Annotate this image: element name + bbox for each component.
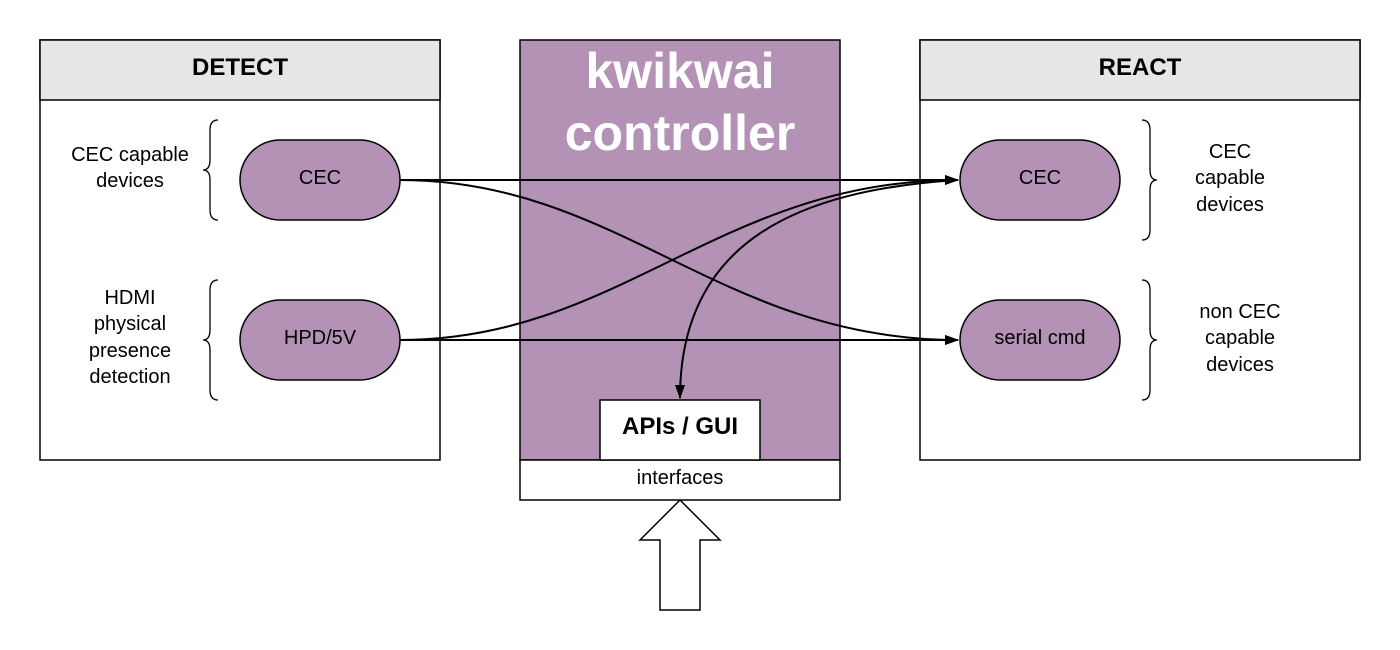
connectors: [399, 175, 959, 399]
up-arrow-icon: [638, 498, 722, 611]
interfaces-label: interfaces: [637, 467, 724, 489]
react-group-2-label-line-2: capable: [1205, 327, 1275, 349]
react-panel: REACT CEC CEC capable devices serial cmd…: [919, 39, 1361, 461]
react-group-1-brace-icon: [1141, 119, 1158, 241]
api-gui-box[interactable]: [599, 399, 761, 461]
react-serial-pill[interactable]: [959, 299, 1121, 381]
detect-cec-pill-label: CEC: [299, 167, 341, 189]
controller-title-line-2: controller: [565, 105, 796, 161]
connector-hpd-to-cec: [399, 175, 959, 341]
controller-title-line-1: kwikwai: [586, 43, 775, 99]
detect-group-1-label-line-1: CEC capable: [71, 144, 189, 166]
react-panel-header: [919, 39, 1361, 101]
detect-group-2-label-line-1: HDMI: [104, 287, 155, 309]
connector-api-to-cec: [675, 179, 959, 399]
react-serial-pill-label: serial cmd: [994, 327, 1085, 349]
detect-panel-header: [39, 39, 441, 101]
react-cec-pill[interactable]: [959, 139, 1121, 221]
react-panel-frame: [919, 39, 1361, 461]
controller-block: kwikwai controller interfaces APIs / GUI: [519, 39, 841, 501]
detect-hpd-pill-label: HPD/5V: [284, 327, 357, 349]
detect-group-1-brace-icon: [202, 119, 219, 221]
react-group-1-label-line-3: devices: [1196, 194, 1264, 216]
detect-panel: DETECT CEC capable devices CEC HDMI phys…: [39, 39, 441, 461]
react-title: REACT: [1099, 54, 1182, 81]
react-group-2-brace-icon: [1141, 279, 1158, 401]
detect-group-1-label-line-2: devices: [96, 170, 164, 192]
react-group-1-label-line-2: capable: [1195, 167, 1265, 189]
api-gui-label: APIs / GUI: [622, 413, 738, 440]
detect-group-2-brace-icon: [202, 279, 219, 401]
detect-group-2-label-line-4: detection: [89, 366, 170, 388]
detect-title: DETECT: [192, 54, 288, 81]
react-group-2-label-line-1: non CEC: [1199, 301, 1280, 323]
detect-panel-frame: [39, 39, 441, 461]
detect-group-2-label-line-2: physical: [94, 313, 166, 335]
react-group-2-label-line-3: devices: [1206, 354, 1274, 376]
detect-group-2-label-line-3: presence: [89, 340, 171, 362]
interfaces-bar: [519, 459, 841, 501]
react-group-1-label-line-1: CEC: [1209, 141, 1251, 163]
react-cec-pill-label: CEC: [1019, 167, 1061, 189]
